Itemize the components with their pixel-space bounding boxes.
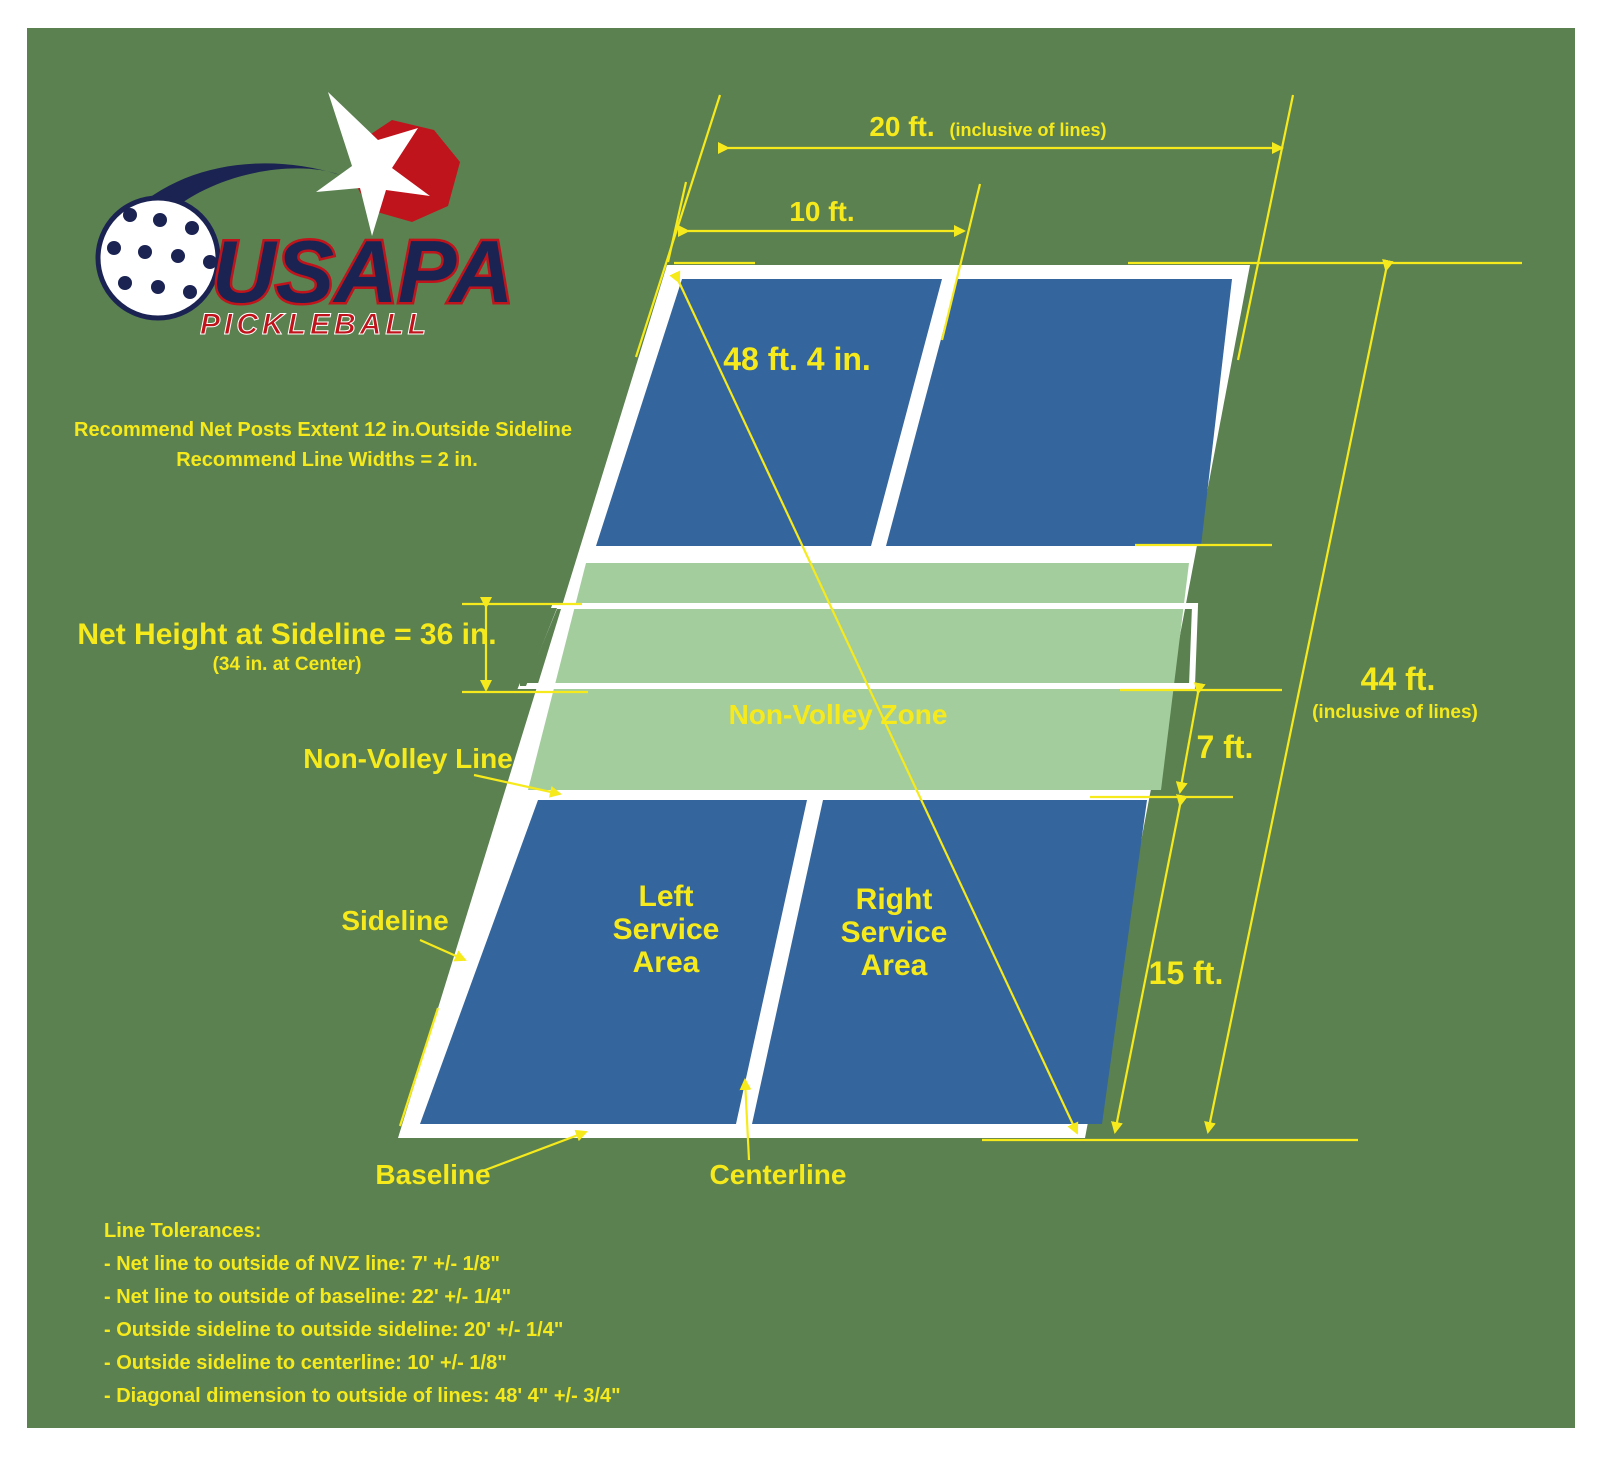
right-service-line-3: Area — [861, 949, 928, 982]
left-service-line-1: Left — [639, 880, 694, 913]
net-post-gap-left — [520, 608, 557, 686]
tolerances-title: Line Tolerances: — [104, 1220, 261, 1242]
left-service-line-3: Area — [633, 946, 700, 979]
non-volley-zone-area — [528, 563, 1189, 790]
centerline-label: Centerline — [710, 1159, 847, 1190]
width-total-note: (inclusive of lines) — [949, 120, 1106, 140]
note-net-posts: Recommend Net Posts Extent 12 in.Outside… — [74, 419, 572, 441]
width-total-label: 20 ft. — [869, 111, 934, 142]
line-tolerances: Line Tolerances: - Net line to outside o… — [104, 1220, 621, 1407]
length-total-note: (inclusive of lines) — [1312, 702, 1478, 723]
baseline-label: Baseline — [375, 1159, 490, 1190]
left-service-area-label: Left Service Area — [613, 880, 720, 979]
diagonal-label: 48 ft. 4 in. — [723, 341, 871, 377]
right-service-area-label: Right Service Area — [841, 883, 948, 982]
tolerance-item: - Net line to outside of NVZ line: 7' +/… — [104, 1253, 500, 1275]
dimension-lines — [398, 94, 1522, 1174]
tolerance-item: - Outside sideline to centerline: 10' +/… — [104, 1352, 507, 1374]
length-total-label: 44 ft. — [1361, 661, 1436, 697]
non-volley-line-label: Non-Volley Line — [303, 743, 513, 774]
tolerance-item: - Diagonal dimension to outside of lines… — [104, 1385, 621, 1407]
width-half-label: 10 ft. — [789, 196, 854, 227]
sideline-label: Sideline — [341, 905, 448, 936]
pickleball-holes — [107, 208, 217, 299]
nvz-depth-label: 7 ft. — [1197, 729, 1254, 765]
note-line-widths: Recommend Line Widths = 2 in. — [176, 449, 478, 471]
usapa-logo: USAPA PICKLEBALL — [95, 92, 516, 342]
net-height-label: Net Height at Sideline = 36 in. — [77, 618, 496, 651]
tolerance-item: - Net line to outside of baseline: 22' +… — [104, 1286, 511, 1308]
net-center-note: (34 in. at Center) — [213, 654, 362, 675]
right-service-line-2: Service — [841, 916, 948, 949]
non-volley-zone-label: Non-Volley Zone — [729, 699, 948, 730]
logo-star-burst-icon — [316, 92, 430, 236]
service-depth-label: 15 ft. — [1149, 955, 1224, 991]
logo-subtitle: PICKLEBALL — [200, 308, 430, 341]
left-service-line-2: Service — [613, 913, 720, 946]
tolerance-item: - Outside sideline to outside sideline: … — [104, 1319, 563, 1341]
logo-wordmark: USAPA — [212, 222, 514, 321]
right-service-line-1: Right — [856, 883, 933, 916]
